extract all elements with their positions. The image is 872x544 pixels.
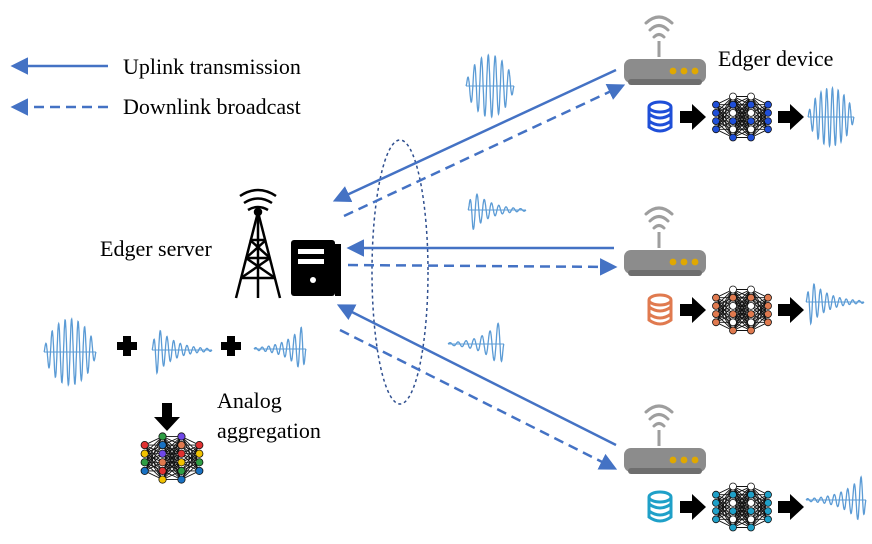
aggregation-label-line1: Analog xyxy=(217,388,282,413)
right-arrow-icon xyxy=(680,297,706,323)
downlink-2 xyxy=(347,258,618,276)
wifi-icon xyxy=(644,206,674,230)
server-tower-icon xyxy=(234,188,282,299)
database-icon xyxy=(647,100,673,133)
routers xyxy=(624,15,706,474)
legend-uplink-label: Uplink transmission xyxy=(123,54,301,79)
neural-network-icon xyxy=(712,285,772,335)
downlink-3 xyxy=(339,328,618,470)
neural-network-icon xyxy=(712,92,772,142)
wifi-icon xyxy=(644,15,674,39)
database-icon xyxy=(647,293,673,326)
waveform-icon xyxy=(467,192,527,231)
waveform-icon xyxy=(465,53,515,119)
right-arrow-icon xyxy=(778,297,804,323)
down-arrow-icon xyxy=(154,403,180,431)
database-icon xyxy=(647,490,673,523)
aggregation-label-line2: aggregation xyxy=(217,418,321,443)
router-icon xyxy=(624,404,706,474)
device-pipelines xyxy=(647,85,867,532)
downlink-1 xyxy=(343,84,626,218)
aggregated-model-icon xyxy=(140,432,204,484)
waveform-icon xyxy=(151,329,213,376)
uplink-1 xyxy=(332,68,617,203)
device-label: Edger device xyxy=(718,46,833,71)
links xyxy=(332,68,626,470)
server-computer-icon xyxy=(291,240,341,296)
right-arrow-icon xyxy=(680,494,706,520)
neural-network-icon xyxy=(712,482,772,532)
waveform-icon xyxy=(43,317,97,387)
waveform-icon xyxy=(807,85,855,149)
legend: Uplink transmission Downlink broadcast xyxy=(10,54,301,119)
router-icon xyxy=(624,15,706,85)
router-icon xyxy=(624,206,706,276)
waveform-icon xyxy=(805,475,867,521)
plus-icon xyxy=(117,336,137,356)
neural-network-icon xyxy=(140,432,204,484)
legend-downlink-label: Downlink broadcast xyxy=(123,94,301,119)
aggregation-ellipse xyxy=(371,139,429,405)
plus-icon xyxy=(221,336,241,356)
waveforms xyxy=(43,53,527,387)
right-arrow-icon xyxy=(778,494,804,520)
server-label: Edger server xyxy=(100,236,212,261)
right-arrow-icon xyxy=(778,104,804,130)
waveform-icon xyxy=(805,283,865,326)
waveform-icon xyxy=(253,326,307,368)
waveform-icon xyxy=(447,322,505,363)
right-arrow-icon xyxy=(680,104,706,130)
uplink-3 xyxy=(336,304,617,447)
wifi-icon xyxy=(644,404,674,428)
